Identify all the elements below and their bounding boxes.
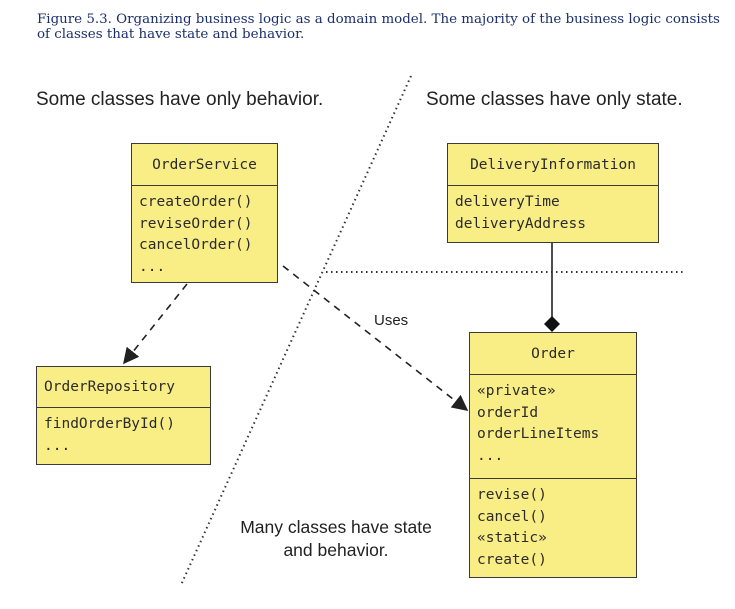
order-service-members: createOrder() reviseOrder() cancelOrder(… bbox=[132, 186, 277, 278]
behavior-only-label: Some classes have only behavior. bbox=[36, 89, 324, 110]
delivery-information-members: deliveryTime deliveryAddress bbox=[448, 186, 658, 235]
member-row: orderLineItems bbox=[477, 426, 600, 442]
member-row: cancel() bbox=[477, 508, 547, 525]
uses-label: Uses bbox=[374, 312, 409, 329]
order-repository-header: OrderRepository bbox=[37, 367, 210, 408]
member-row: deliveryAddress bbox=[455, 215, 586, 232]
dependency-arrow-repository bbox=[123, 283, 188, 365]
composition-diamond bbox=[544, 316, 560, 332]
member-row: «private» bbox=[477, 383, 556, 399]
order-class[interactable]: Order «private» orderId orderLineItems .… bbox=[469, 332, 637, 578]
member-row: deliveryTime bbox=[455, 194, 560, 210]
member-row: create() bbox=[477, 551, 547, 568]
state-only-label: Some classes have only state. bbox=[426, 89, 683, 110]
diagonal-dotted-divider bbox=[180, 75, 412, 586]
order-state-section: «private» orderId orderLineItems ... bbox=[470, 375, 636, 478]
figure-caption: Figure 5.3. Organizing business logic as… bbox=[37, 12, 720, 42]
delivery-information-header: DeliveryInformation bbox=[448, 144, 658, 186]
order-repository-members: findOrderById() ... bbox=[37, 408, 210, 457]
member-row: ... bbox=[44, 437, 71, 454]
member-row: revise() bbox=[477, 487, 547, 503]
member-row: ... bbox=[477, 447, 504, 464]
order-service-header: OrderService bbox=[132, 144, 277, 186]
order-header: Order bbox=[470, 333, 636, 375]
member-row: ... bbox=[139, 258, 166, 275]
member-row: cancelOrder() bbox=[139, 237, 253, 253]
member-row: reviseOrder() bbox=[139, 215, 253, 232]
order-repository-class[interactable]: OrderRepository findOrderById() ... bbox=[36, 366, 211, 465]
order-service-class[interactable]: OrderService createOrder() reviseOrder()… bbox=[131, 143, 278, 283]
member-row: createOrder() bbox=[139, 194, 253, 210]
order-behavior-section: revise() cancel() «static» create() bbox=[470, 478, 636, 571]
state-and-behavior-label: Many classes have state and behavior. bbox=[240, 517, 432, 560]
member-row: «static» bbox=[477, 530, 547, 546]
delivery-information-class[interactable]: DeliveryInformation deliveryTime deliver… bbox=[447, 143, 659, 243]
uses-dependency-arrow bbox=[282, 265, 469, 411]
member-row: orderId bbox=[477, 404, 539, 421]
member-row: findOrderById() bbox=[44, 416, 175, 432]
